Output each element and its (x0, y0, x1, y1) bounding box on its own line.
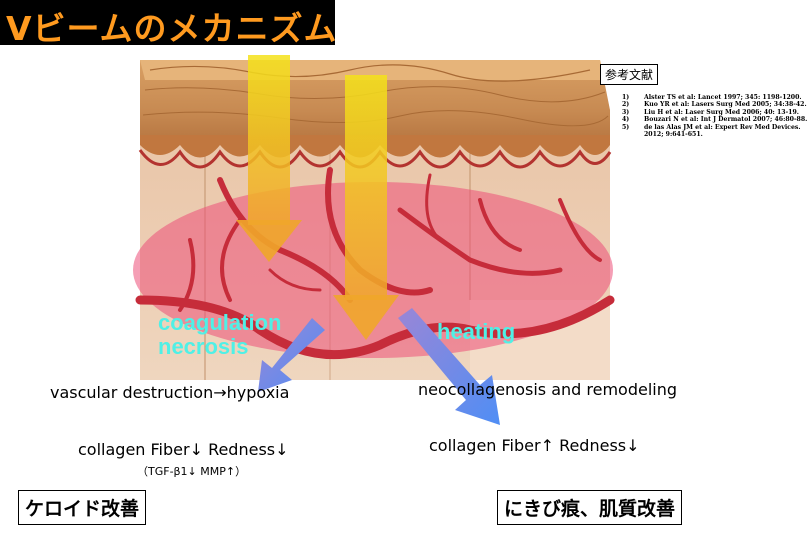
necrosis-label: necrosis (158, 334, 249, 359)
blue-arrow-left (258, 318, 325, 392)
left-mechanism-text: vascular destruction→hypoxia (50, 383, 290, 402)
reference-item: 1)Alster TS et al: Lancet 1997; 345: 119… (622, 94, 802, 101)
right-mechanism-text: neocollagenosis and remodeling (418, 380, 678, 399)
coagulation-label: coagulation (158, 310, 282, 335)
heating-label: heating (437, 319, 516, 344)
references-list: 1)Alster TS et al: Lancet 1997; 345: 119… (622, 94, 810, 138)
references-heading: 参考文献 (600, 64, 659, 85)
page-title: Vビームのメカニズム (6, 9, 338, 48)
blood-vessels (135, 167, 615, 360)
reference-item: 3)Liu H et al: Laser Surg Med 2006; 40: … (622, 108, 799, 116)
reference-item: 5)de las Alas JM et al: Expert Rev Med D… (622, 123, 801, 139)
keloid-improvement-box: ケロイド改善 (18, 490, 147, 525)
reference-item: 4)Bouzari N et al: Int J Dermatol 2007; … (622, 116, 808, 124)
right-outcome-text: collagen Fiber↑ Redness↓ (429, 436, 640, 455)
left-outcome-subtext: （TGF-β1↓ MMP↑） (137, 465, 247, 478)
left-outcome-text: collagen Fiber↓ Redness↓ (78, 440, 289, 459)
laser-beam-left (236, 55, 302, 262)
blue-arrow-right (398, 308, 500, 425)
laser-beam-right (333, 75, 399, 340)
reference-item: 2)Kuo YR et al: Lasers Surg Med 2005; 34… (622, 101, 807, 109)
acne-scar-improvement-box: にきび痕、肌質改善 (497, 490, 683, 525)
title-bar (0, 0, 335, 45)
